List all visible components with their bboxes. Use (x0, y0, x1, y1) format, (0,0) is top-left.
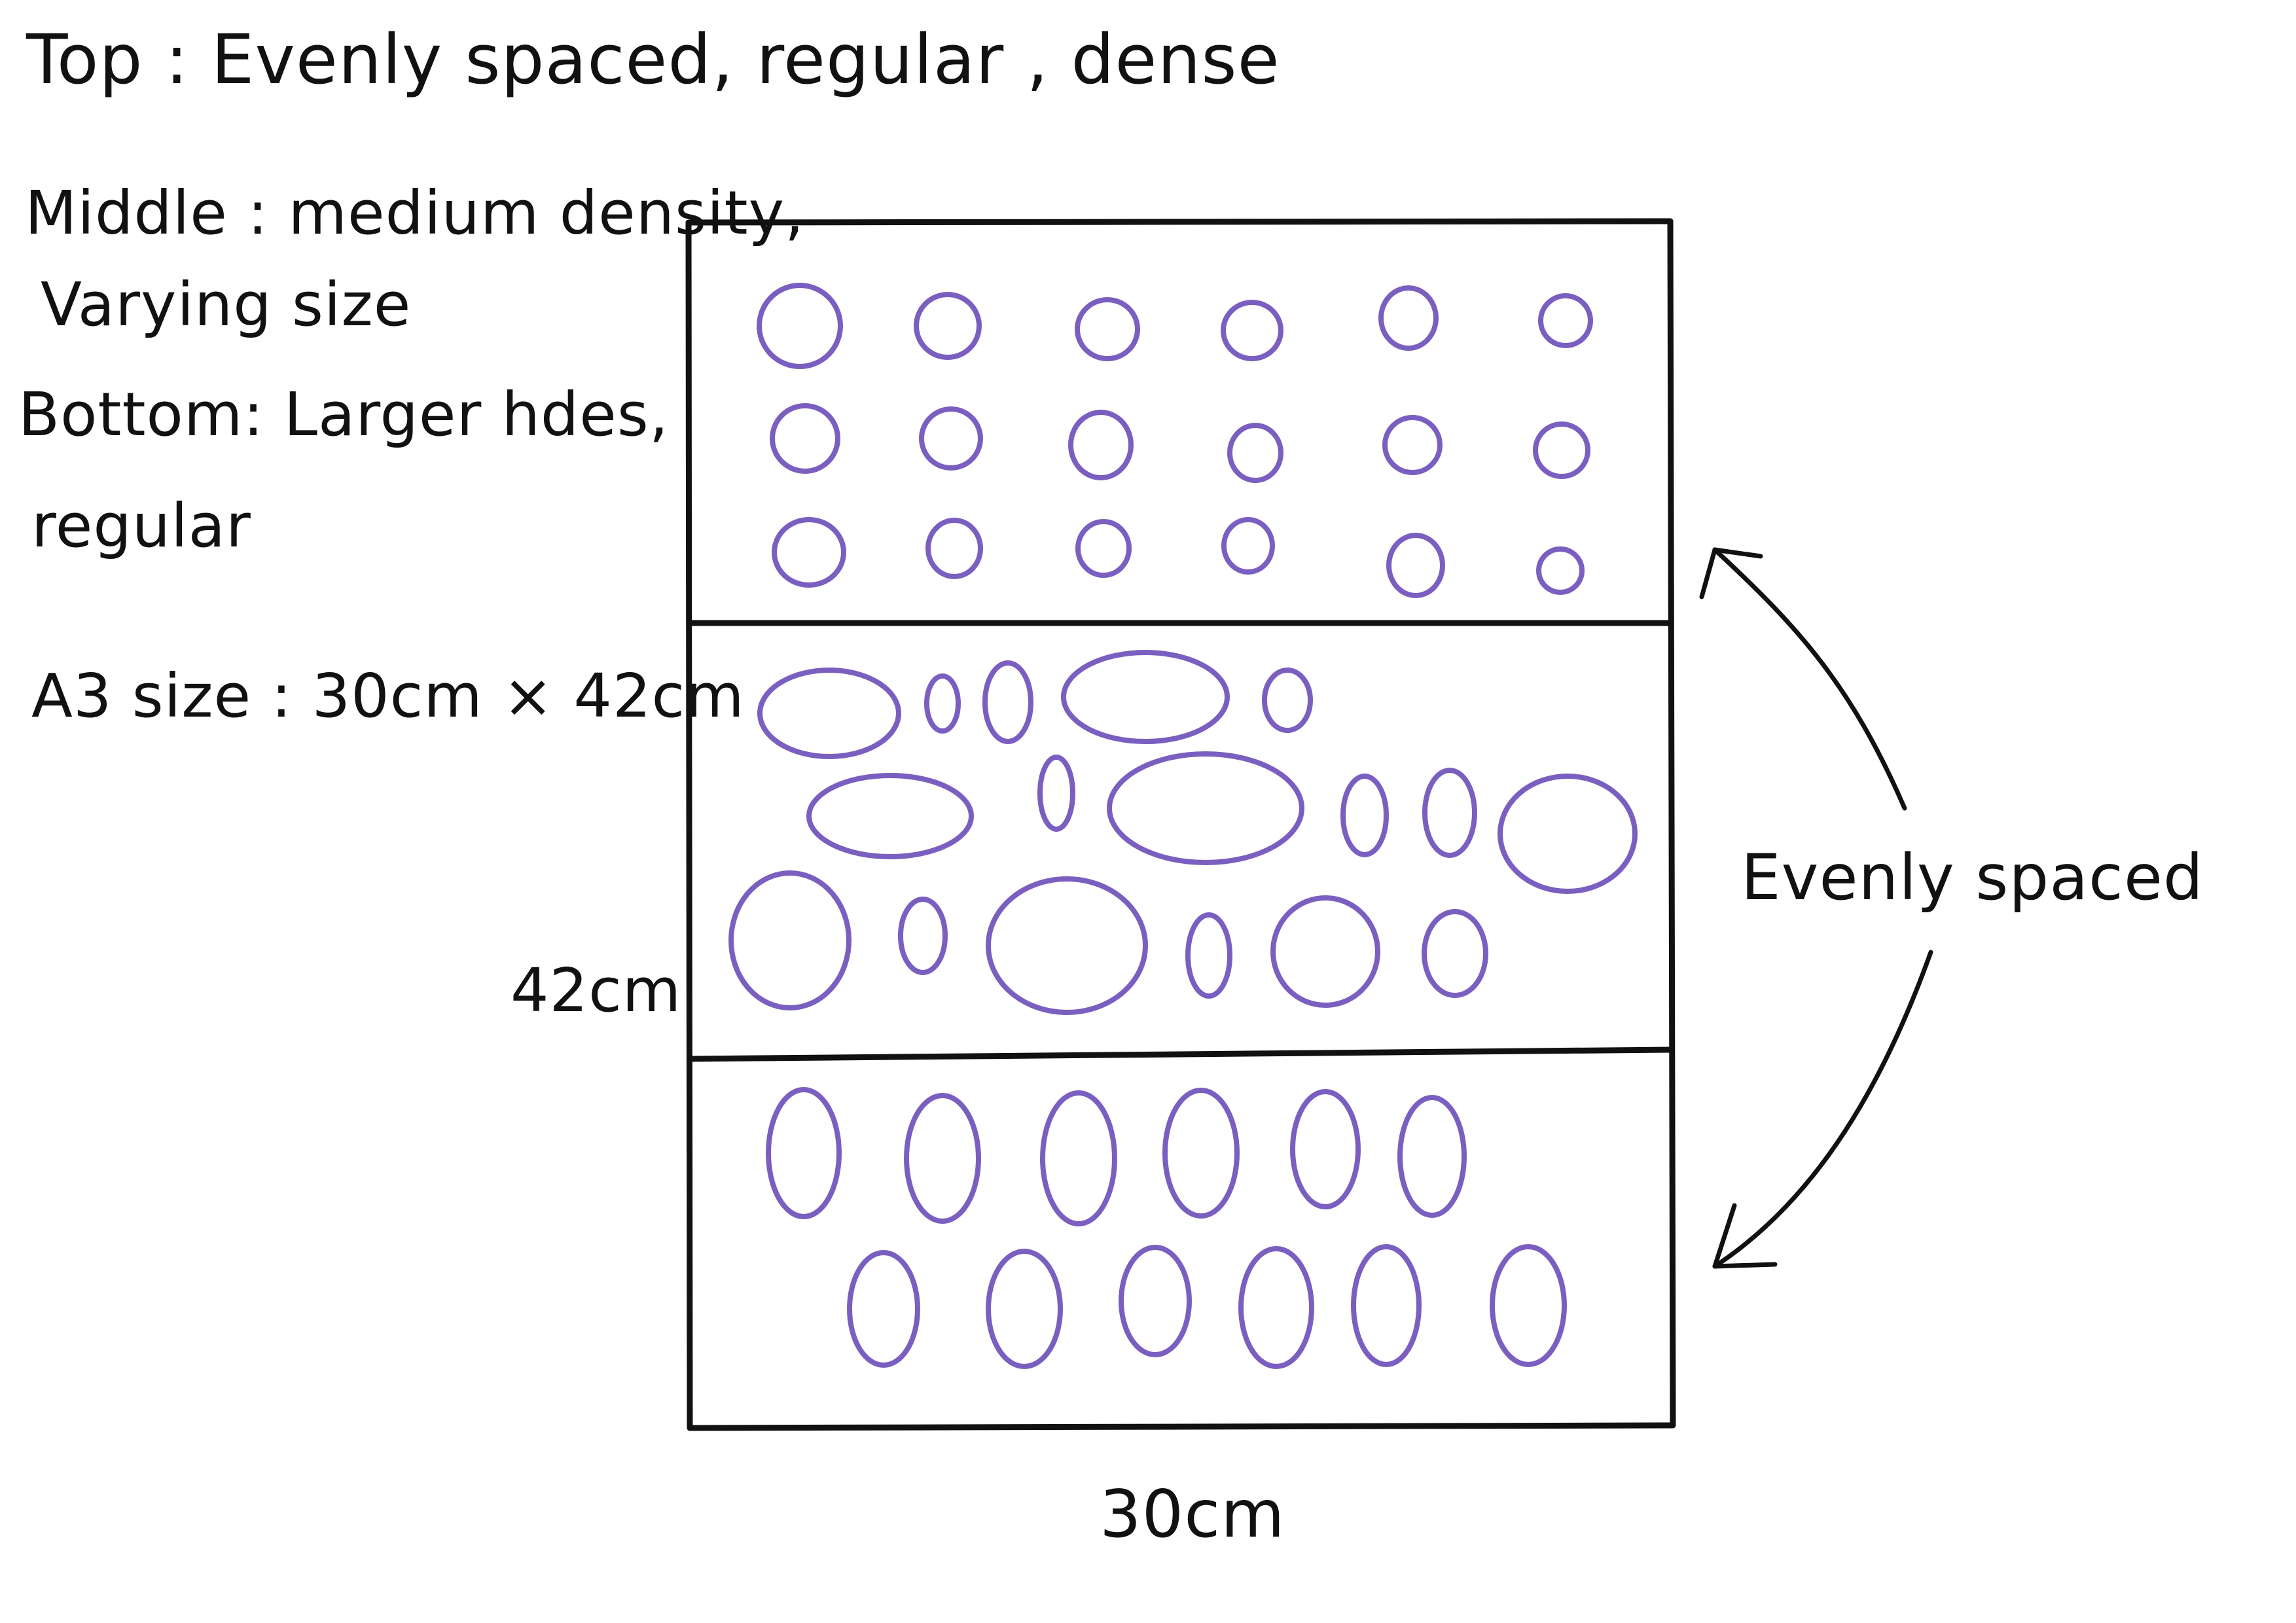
hole (1068, 410, 1134, 480)
hole (757, 283, 843, 369)
hole (982, 660, 1033, 744)
hole (924, 673, 961, 734)
hole (1351, 1244, 1422, 1367)
bottom-section-holes (766, 1087, 1567, 1369)
hole (1040, 1090, 1117, 1226)
divider-middle-bottom (689, 1046, 1672, 1062)
hole (898, 897, 948, 975)
arrow-curved-down-icon (1712, 950, 1933, 1269)
dimension-height-label: 42cm (511, 955, 682, 1026)
hole (1162, 1088, 1240, 1219)
hole (1538, 293, 1593, 348)
hole (1238, 1246, 1314, 1369)
arrow-curved-up-icon (1699, 547, 1907, 811)
hole (1290, 1089, 1361, 1209)
note-bottom-line2: regular (31, 491, 251, 561)
hole (1262, 668, 1313, 733)
hole (1061, 650, 1230, 744)
hole (1386, 533, 1445, 598)
hole (1185, 912, 1232, 999)
hole (1397, 1095, 1467, 1218)
hole (1075, 297, 1140, 361)
holes (728, 283, 1638, 1369)
hole (1498, 774, 1638, 894)
hole (847, 1250, 920, 1368)
arrows (1699, 547, 1933, 1269)
hole (986, 876, 1148, 1015)
hole (1075, 519, 1132, 578)
hole (1533, 421, 1590, 479)
hole (1382, 415, 1443, 475)
sheet-frame (685, 218, 1676, 1431)
hole (1490, 1244, 1567, 1367)
hole (1422, 909, 1488, 998)
frame-outline (685, 218, 1676, 1431)
hole (1536, 546, 1585, 595)
hole (925, 518, 983, 579)
hole (770, 403, 840, 474)
middle-section-holes (728, 650, 1638, 1015)
hole (806, 773, 974, 859)
hole (914, 292, 982, 360)
hole (1422, 768, 1477, 858)
top-section-holes (757, 283, 1593, 598)
note-middle-line1: Middle : medium density, (25, 178, 805, 248)
hole (757, 668, 901, 759)
hole (1119, 1245, 1192, 1357)
hole (1378, 285, 1439, 351)
dimension-width-label: 30cm (1100, 1476, 1285, 1552)
hole (986, 1249, 1063, 1369)
hole (919, 406, 983, 471)
hole (1221, 300, 1283, 361)
hole (1340, 774, 1389, 857)
hole (1107, 751, 1304, 865)
note-bottom-line1: Bottom: Larger hdes, (18, 380, 670, 450)
hole (1227, 423, 1283, 483)
hole (766, 1087, 842, 1219)
hole (1037, 755, 1075, 832)
note-a3-size: A3 size : 30cm × 42cm (31, 661, 745, 731)
hole (904, 1093, 981, 1224)
hole (772, 517, 846, 588)
note-top: Top : Evenly spaced, regular , dense (26, 20, 1280, 99)
hole (728, 870, 852, 1010)
hole (1221, 517, 1275, 575)
evenly-spaced-annotation: Evenly spaced (1741, 841, 2204, 914)
hole (1270, 895, 1380, 1008)
note-middle-line2: Varying size (41, 270, 412, 340)
